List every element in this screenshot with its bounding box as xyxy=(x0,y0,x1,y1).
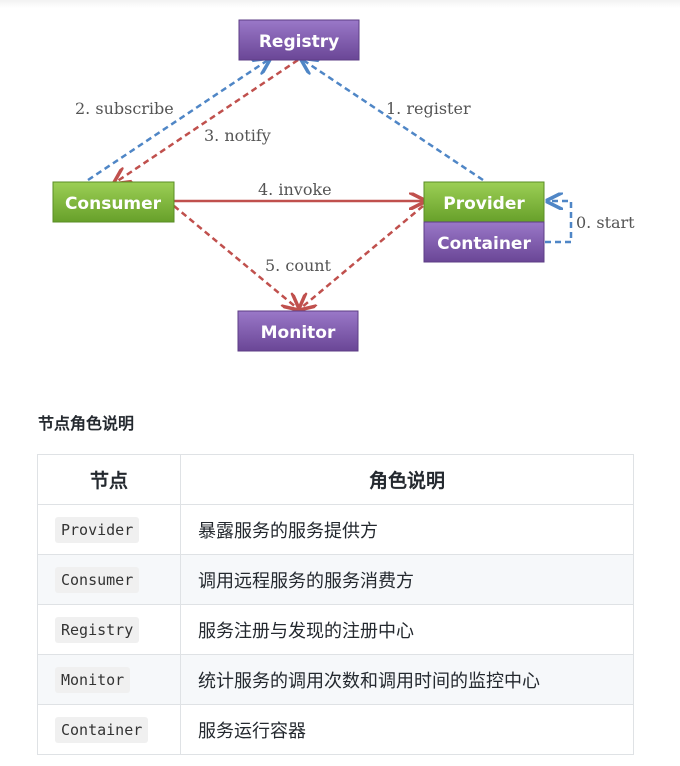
table-row: Provider 暴露服务的服务提供方 xyxy=(37,504,634,555)
notify-arrow xyxy=(116,58,299,182)
table-row: Registry 服务注册与发现的注册中心 xyxy=(37,604,634,655)
role-description: 调用远程服务的服务消费方 xyxy=(180,554,634,605)
consumer-node: Consumer xyxy=(52,181,175,223)
role-description: 统计服务的调用次数和调用时间的监控中心 xyxy=(180,654,634,705)
provider-node-label: Provider xyxy=(443,194,525,214)
table-header-row: 节点 角色说明 xyxy=(37,454,634,505)
invoke-label: 4. invoke xyxy=(258,180,332,199)
monitor-node-label: Monitor xyxy=(261,323,336,343)
count-arrow-provider xyxy=(301,205,424,308)
top-edge-shadow xyxy=(0,0,680,8)
container-node: Container xyxy=(423,221,545,263)
table-row: Container 服务运行容器 xyxy=(37,704,634,755)
monitor-node: Monitor xyxy=(237,310,359,352)
node-name-code: Provider xyxy=(55,516,140,543)
node-name-code: Monitor xyxy=(55,666,131,693)
role-description: 服务运行容器 xyxy=(180,704,634,755)
subscribe-label: 2. subscribe xyxy=(75,99,174,118)
start-label: 0. start xyxy=(576,213,635,232)
section-heading: 节点角色说明 xyxy=(38,414,135,433)
table-row: Monitor 统计服务的调用次数和调用时间的监控中心 xyxy=(37,654,634,705)
consumer-node-label: Consumer xyxy=(65,194,162,214)
container-node-label: Container xyxy=(437,234,531,254)
role-description: 暴露服务的服务提供方 xyxy=(180,504,634,555)
provider-node: Provider xyxy=(423,181,545,223)
node-name-code: Consumer xyxy=(55,566,140,593)
registry-node-label: Registry xyxy=(259,32,339,52)
dubbo-architecture-diagram: 2. subscribe 3. notify 1. register 4. in… xyxy=(52,19,635,352)
header-role-desc: 角色说明 xyxy=(180,454,634,505)
register-label: 1. register xyxy=(386,99,471,118)
node-name-code: Container xyxy=(55,716,149,743)
register-arrow xyxy=(303,60,484,182)
node-name-code: Registry xyxy=(55,616,140,643)
table-row: Consumer 调用远程服务的服务消费方 xyxy=(37,554,634,605)
subscribe-arrow xyxy=(87,60,268,182)
count-arrow-consumer xyxy=(173,205,297,308)
node-roles-table: 节点 角色说明 Provider 暴露服务的服务提供方 Consumer 调用远… xyxy=(37,454,634,755)
header-node: 节点 xyxy=(37,454,181,505)
start-arrow xyxy=(545,201,573,244)
registry-node: Registry xyxy=(238,19,360,61)
count-label: 5. count xyxy=(265,256,332,275)
notify-label: 3. notify xyxy=(204,126,271,145)
role-description: 服务注册与发现的注册中心 xyxy=(180,604,634,655)
